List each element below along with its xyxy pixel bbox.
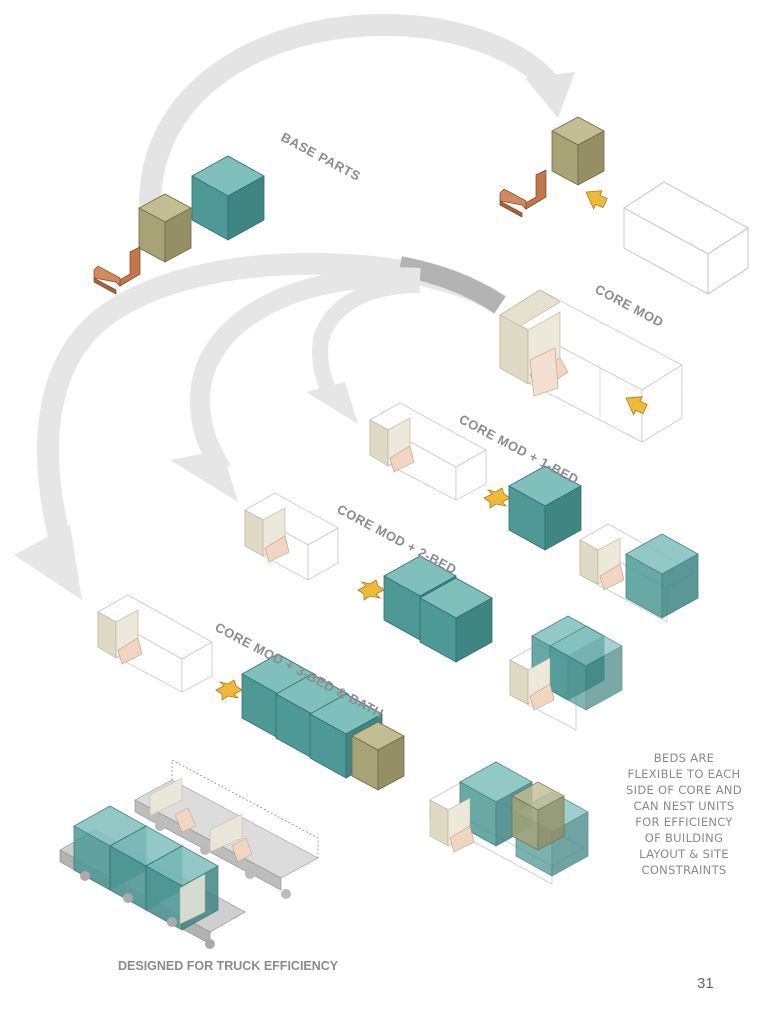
core-mod-2bed-group [244,492,623,731]
flow-arrow-top [139,13,575,206]
label-core-mod: CORE MOD [593,281,667,330]
note-line: OF BUILDING [645,831,724,845]
core-mod-3bed-result [429,761,589,885]
core-mod-group [499,289,683,443]
note-line: FOR EFFICIENCY [635,815,733,829]
truck-section [59,759,319,949]
core-parts-group [499,116,749,295]
core-mod-3bed-group [97,594,589,885]
core-mod-1bed-result [579,523,699,623]
footer-label: DESIGNED FOR TRUCK EFFICIENCY [118,959,339,973]
core-mod-1bed-group [369,402,699,623]
note-line: SIDE OF CORE AND [626,783,742,797]
flow-arrow-core-1bed [306,277,421,424]
label-core-mod-2bed: CORE MOD + 2-BED [335,501,460,577]
note-line: FLEXIBLE TO EACH [628,767,741,781]
note-line: LAYOUT & SITE [639,847,729,861]
page-number: 31 [697,975,714,992]
note-line: CONSTRAINTS [641,863,726,877]
note-line: BEDS ARE [654,751,715,765]
label-base-parts: BASE PARTS [279,129,364,183]
note-line: CAN NEST UNITS [634,799,735,813]
empty-module-box [623,181,749,295]
note-text: BEDS ARE FLEXIBLE TO EACH SIDE OF CORE A… [626,751,742,877]
flow-arrow-core-2bed [170,267,421,502]
core-mod-2bed-result [509,615,623,731]
